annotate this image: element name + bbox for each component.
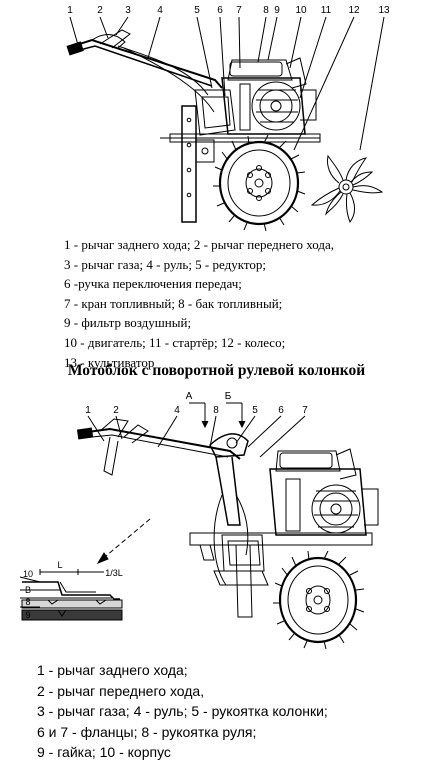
legend-top-line: 10 - двигатель; 11 - стартёр; 12 - колес… [64,334,286,350]
view-marker: А [186,391,193,402]
tractor-diagram-bottom: 1 2 4 8 5 6 7 А Б 10В 8 9 L 1/3L [19,391,379,650]
dimension-label: 1/3L [105,568,123,578]
legend-bottom-line: 6 и 7 - фланцы; 8 - рукоятка руля; [37,723,257,740]
callout-number: 6 [217,5,223,16]
dimension-label: L [57,560,62,570]
section-title: Мотоблок с поворотной рулевой колонкой [67,362,366,379]
legend-top-line: 9 - фильтр воздушный; [64,315,192,331]
legend-top-line: 6 -ручка переключения передач; [64,276,242,292]
callout-number: 1 [85,405,91,416]
view-marker: Б [225,391,232,402]
callout-number: 13 [378,5,390,16]
callout-number: 11 [321,5,332,16]
callout-number: 5 [252,405,258,416]
legend-bottom-line: 1 - рычаг заднего хода; [37,662,188,678]
callout-number: 12 [348,5,360,16]
callout-number: 4 [174,405,180,416]
legend-top-line: 7 - кран топливный; 8 - бак топливный; [64,295,283,311]
callout-number: 6 [278,405,284,416]
legend-bottom-line: 3 - рычаг газа; 4 - руль; 5 - рукоятка к… [37,703,328,720]
callout-number: 7 [302,405,308,416]
callout-number: 8 [213,405,219,416]
callout-number: 3 [125,5,131,16]
callout-number: 2 [113,405,119,416]
detail-callout: 8 [25,597,30,607]
legend-bottom-line: 9 - гайка; 10 - корпус [37,744,171,761]
legend-bottom: 1 - рычаг заднего хода; 2 - рычаг передн… [37,660,328,763]
legend-bottom-line: 2 - рычаг переднего хода, [37,682,205,699]
detail-callout: 9 [25,610,30,620]
callout-number: 8 [263,5,269,16]
callout-number: 9 [274,5,280,16]
legend-top-line: 3 - рычаг газа; 4 - руль; 5 - редуктор; [64,256,266,272]
legend-top-line: 13 - культиватор [64,354,155,370]
callout-number: 7 [236,5,242,16]
legend-top-line: 1 - рычаг заднего хода; 2 - рычаг передн… [64,237,334,252]
detail-callout: 10 [23,569,33,579]
callout-number: 4 [157,5,163,16]
callout-number: 5 [194,5,200,16]
callout-number: 1 [67,5,73,16]
callout-number: 2 [97,5,103,16]
legend-top: 1 - рычаг заднего хода; 2 - рычаг передн… [64,235,334,372]
detail-callout: В [25,585,31,595]
callout-number: 10 [295,5,307,16]
